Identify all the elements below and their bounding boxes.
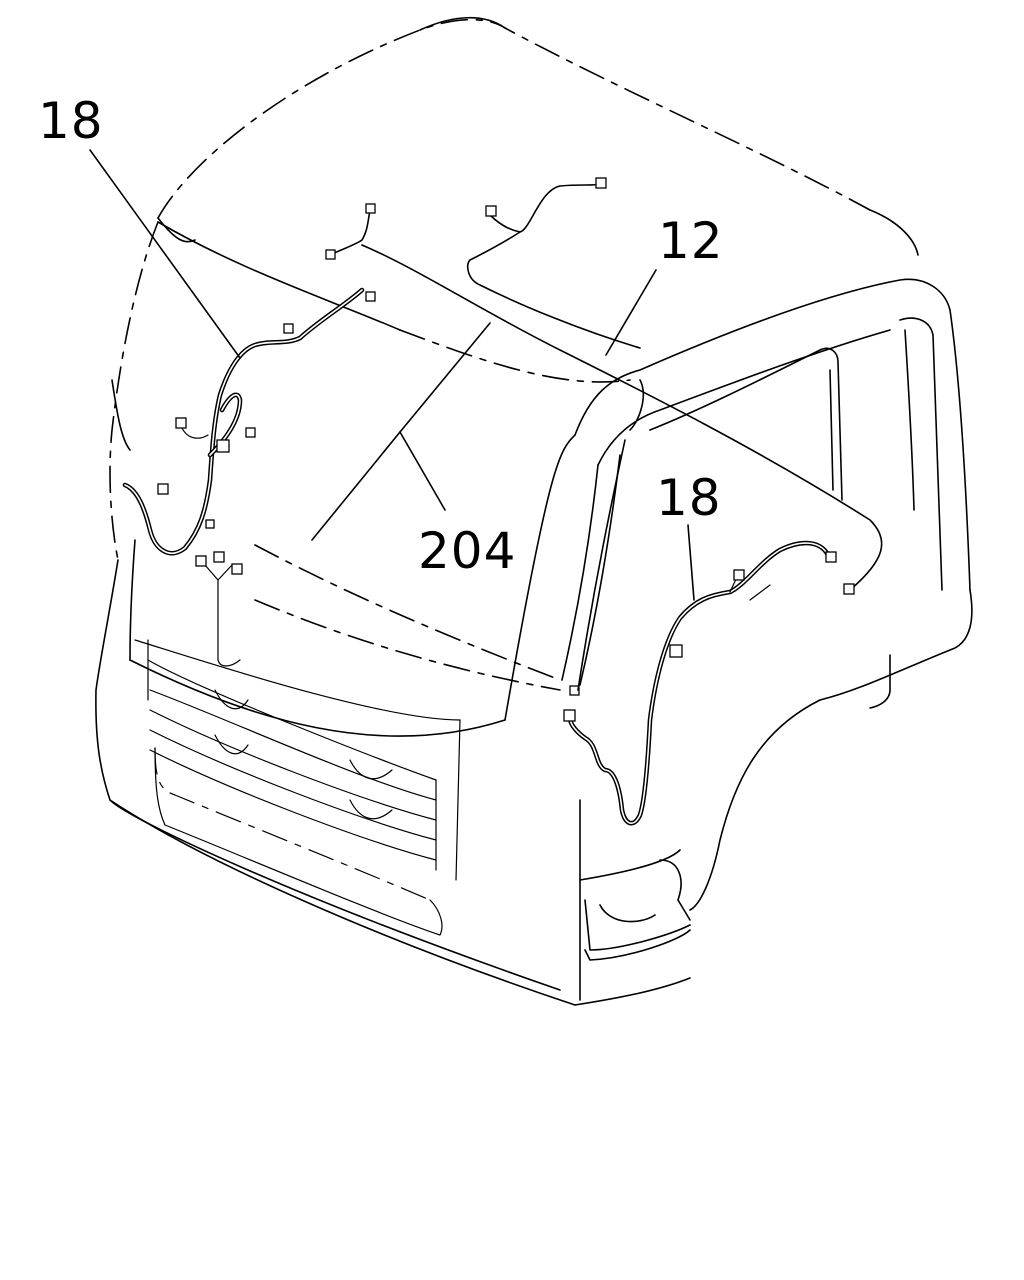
leader-12 — [605, 269, 657, 356]
callout-label-12: 12 — [658, 212, 724, 270]
harness-right-wiring — [563, 540, 837, 826]
callout-label-18-right: 18 — [656, 469, 722, 527]
leader-204-branch2 — [311, 431, 401, 541]
harness-left-wiring — [122, 287, 376, 667]
leader-18-right — [687, 524, 695, 601]
harness-roof-wiring — [325, 177, 883, 595]
harness-front-wiring — [577, 379, 645, 691]
callout-label-18-left: 18 — [38, 92, 104, 150]
leader-204-branch — [399, 322, 491, 433]
leader-204 — [399, 431, 446, 511]
callout-labels: 18 12 204 18 — [38, 92, 724, 580]
leader-18-left — [89, 149, 241, 359]
callout-leaders — [89, 149, 695, 601]
cab-body-outline — [95, 16, 973, 1006]
callout-label-204: 204 — [418, 522, 516, 580]
